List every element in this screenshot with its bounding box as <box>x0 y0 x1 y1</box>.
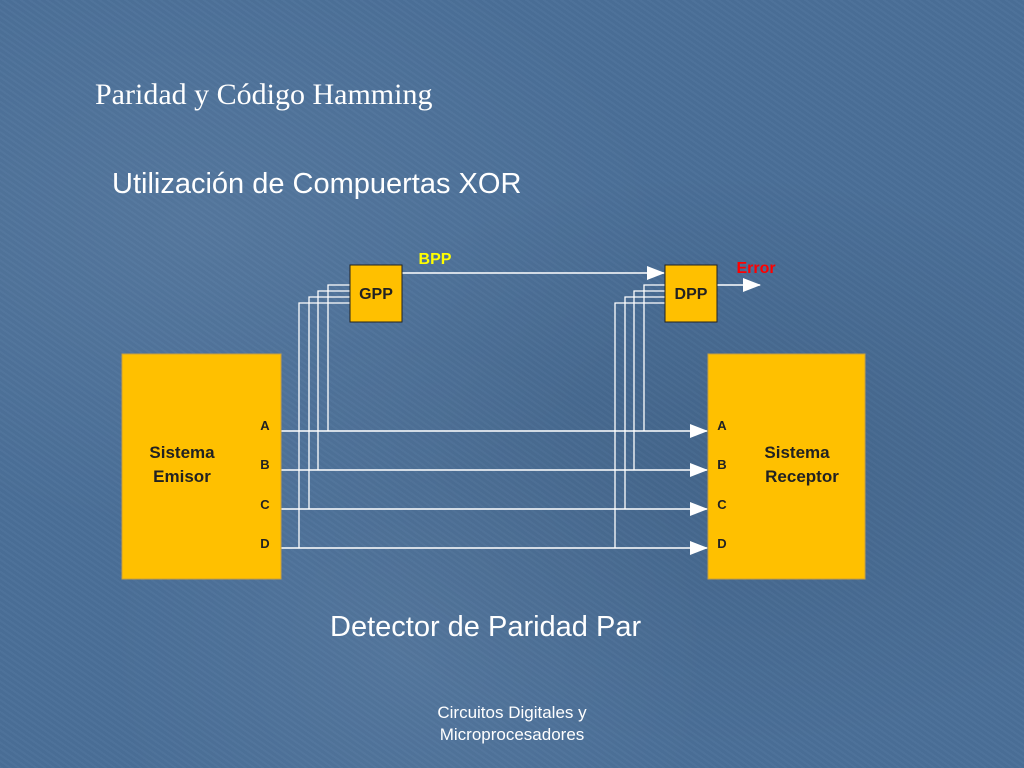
receiver-label-line1: Sistema <box>764 443 830 462</box>
emitter-output-a: A <box>260 418 270 433</box>
receiver-input-b: B <box>717 457 726 472</box>
emitter-label-line2: Emisor <box>153 467 211 486</box>
slide-subtitle: Utilización de Compuertas XOR <box>112 168 522 200</box>
dpp-label: DPP <box>675 286 708 303</box>
dpp-block <box>664 264 718 323</box>
receiver-label-line2: Receptor <box>765 467 839 486</box>
receiver-input-d: D <box>717 536 726 551</box>
bpp-label: BPP <box>419 251 452 268</box>
data-wires <box>281 424 708 555</box>
error-label: Error <box>736 260 775 277</box>
slide-title: Paridad y Código Hamming <box>95 78 433 111</box>
dpp-input-wires <box>614 284 665 548</box>
diagram-caption: Detector de Paridad Par <box>330 611 642 643</box>
emitter-output-c: C <box>260 497 270 512</box>
emitter-block <box>121 353 282 580</box>
emitter-output-b: B <box>260 457 269 472</box>
emitter-output-d: D <box>260 536 269 551</box>
receiver-input-a: A <box>717 418 727 433</box>
receiver-block <box>707 353 866 580</box>
emitter-label-line1: Sistema <box>149 443 215 462</box>
footer-line-2: Microprocesadores <box>439 725 585 744</box>
footer: Circuitos Digitales y Microprocesadores <box>412 702 612 746</box>
gpp-input-wires <box>298 284 350 548</box>
gpp-label: GPP <box>359 286 393 303</box>
footer-line-1: Circuitos Digitales y <box>437 703 587 722</box>
gpp-block <box>349 264 403 323</box>
receiver-input-c: C <box>717 497 727 512</box>
